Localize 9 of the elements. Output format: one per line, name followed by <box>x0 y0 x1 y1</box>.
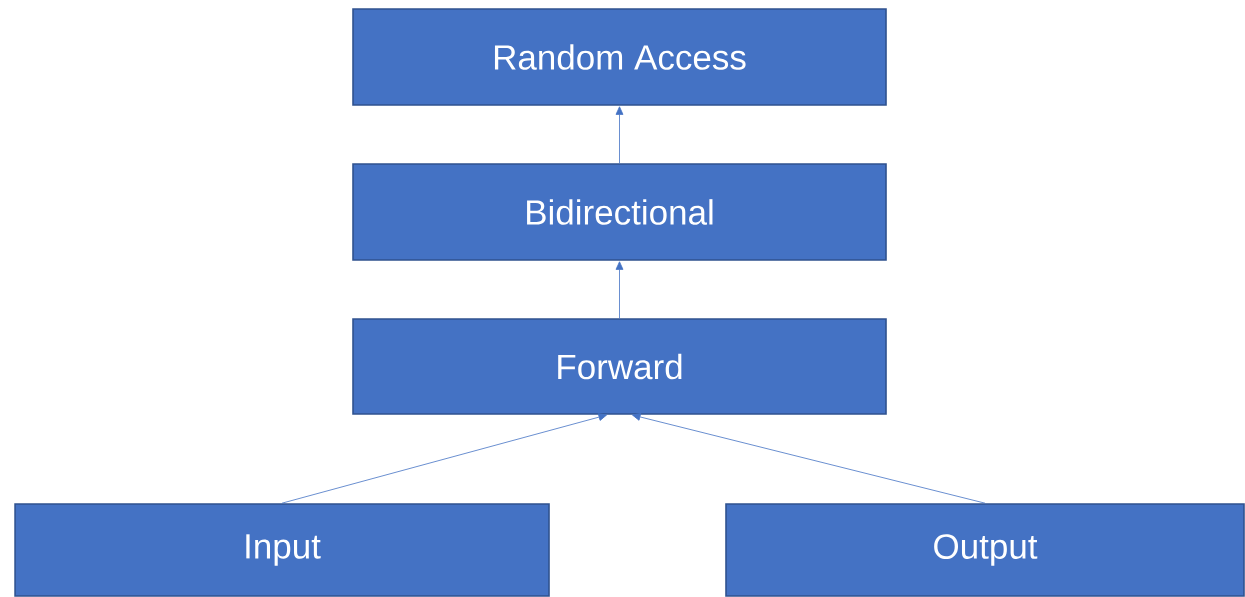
process-box: Random Access <box>352 8 887 106</box>
arrow <box>632 413 986 504</box>
arrow <box>615 106 624 164</box>
arrow <box>615 261 624 319</box>
process-box: Forward <box>352 318 887 415</box>
process-box: Output <box>725 503 1245 597</box>
process-box: Input <box>14 503 550 597</box>
process-box: Bidirectional <box>352 163 887 261</box>
arrow <box>281 413 607 504</box>
